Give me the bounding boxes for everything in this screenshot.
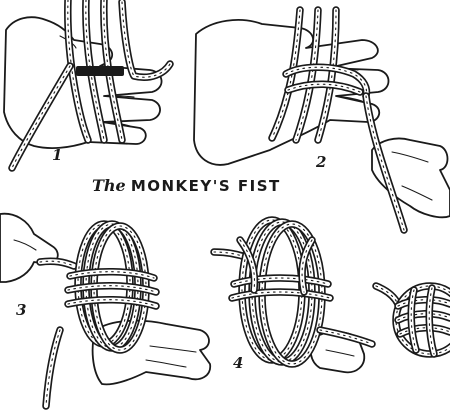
diagram-title: The MONKEY'S FIST <box>92 178 281 194</box>
step-label-1: 1 <box>52 146 63 164</box>
step-3-rope <box>36 220 160 410</box>
step-4-rope <box>210 216 376 368</box>
step-label-3: 3 <box>16 301 27 319</box>
step-3-illustration <box>0 212 212 410</box>
title-main: MONKEY'S FIST <box>130 177 281 195</box>
step-1-illustration <box>3 0 174 172</box>
step-3-hand-left <box>0 212 59 283</box>
step-1-rope <box>8 0 174 172</box>
step-2-illustration <box>193 6 450 234</box>
step-label-2: 2 <box>316 153 327 171</box>
step-3-hand-right <box>91 319 212 386</box>
step-4-illustration <box>210 216 376 374</box>
step-label-4: 4 <box>233 354 244 372</box>
finished-knot-illustration <box>372 282 450 358</box>
step-2-rope <box>268 6 408 234</box>
title-prefix: The <box>92 176 126 195</box>
